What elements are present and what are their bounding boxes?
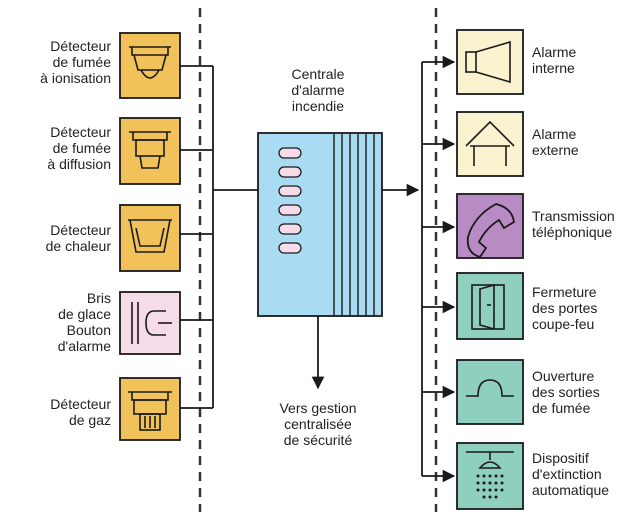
ionization-smoke-detector-icon (119, 32, 181, 99)
telephone-icon (456, 193, 524, 259)
sprinkler-icon (456, 442, 524, 510)
heat-detector-icon (119, 204, 181, 272)
central-panel (257, 132, 383, 317)
siren-icon (456, 111, 524, 177)
diffusion-smoke-detector-icon (119, 117, 181, 185)
smoke-vent-icon (456, 359, 524, 425)
output-bus-lines (421, 55, 456, 483)
fire-door-icon (456, 272, 524, 340)
gas-detector-icon (119, 377, 181, 441)
input-bus-lines (180, 65, 258, 409)
break-glass-button-icon (119, 291, 181, 355)
horn-icon (456, 29, 524, 95)
